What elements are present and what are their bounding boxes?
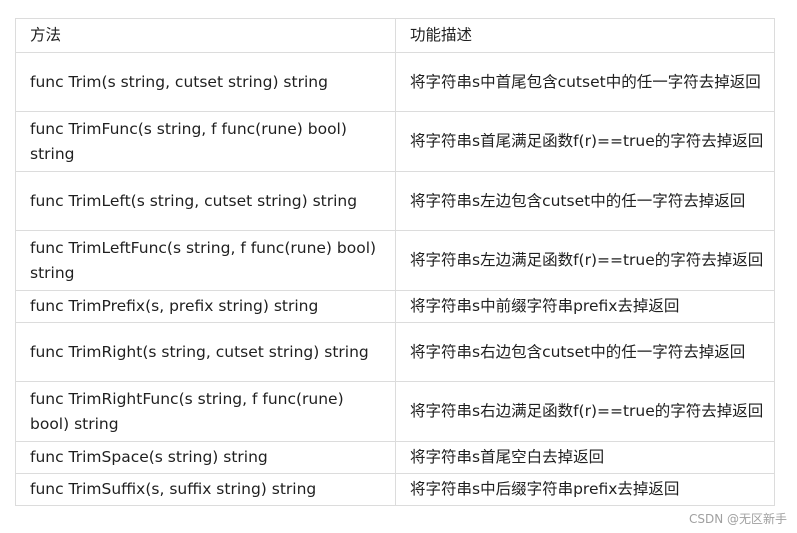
method-cell: func TrimRight(s string, cutset string) … [15,322,396,382]
table-row: func TrimLeft(s string, cutset string) s… [15,171,775,231]
method-cell: func TrimLeftFunc(s string, f func(rune)… [15,230,396,291]
table-row: func TrimSuffix(s, suffix string) string… [15,473,775,506]
description-cell: 将字符串s中后缀字符串prefix去掉返回 [395,473,775,506]
header-description: 功能描述 [395,18,775,53]
trim-functions-table: 方法 功能描述 func Trim(s string, cutset strin… [15,18,775,506]
description-cell: 将字符串s首尾空白去掉返回 [395,441,775,474]
table-row: func TrimSpace(s string) string 将字符串s首尾空… [15,441,775,474]
method-cell: func TrimLeft(s string, cutset string) s… [15,171,396,231]
method-cell: func TrimRightFunc(s string, f func(rune… [15,381,396,442]
description-cell: 将字符串s中首尾包含cutset中的任一字符去掉返回 [395,52,775,112]
description-cell: 将字符串s右边满足函数f(r)==true的字符去掉返回 [395,381,775,442]
table-row: func TrimLeftFunc(s string, f func(rune)… [15,230,775,291]
description-cell: 将字符串s首尾满足函数f(r)==true的字符去掉返回 [395,111,775,172]
method-cell: func TrimPrefix(s, prefix string) string [15,290,396,323]
function-table-container: 方法 功能描述 func Trim(s string, cutset strin… [15,18,775,506]
description-cell: 将字符串s左边满足函数f(r)==true的字符去掉返回 [395,230,775,291]
method-cell: func TrimSpace(s string) string [15,441,396,474]
description-cell: 将字符串s左边包含cutset中的任一字符去掉返回 [395,171,775,231]
header-method: 方法 [15,18,396,53]
method-cell: func Trim(s string, cutset string) strin… [15,52,396,112]
table-row: func TrimRight(s string, cutset string) … [15,322,775,382]
csdn-watermark: CSDN @无区新手 [688,512,787,526]
description-cell: 将字符串s右边包含cutset中的任一字符去掉返回 [395,322,775,382]
method-cell: func TrimSuffix(s, suffix string) string [15,473,396,506]
table-row: func TrimFunc(s string, f func(rune) boo… [15,111,775,172]
table-row: func Trim(s string, cutset string) strin… [15,52,775,112]
description-cell: 将字符串s中前缀字符串prefix去掉返回 [395,290,775,323]
table-header-row: 方法 功能描述 [15,18,775,53]
table-row: func TrimPrefix(s, prefix string) string… [15,290,775,323]
method-cell: func TrimFunc(s string, f func(rune) boo… [15,111,396,172]
table-row: func TrimRightFunc(s string, f func(rune… [15,381,775,442]
